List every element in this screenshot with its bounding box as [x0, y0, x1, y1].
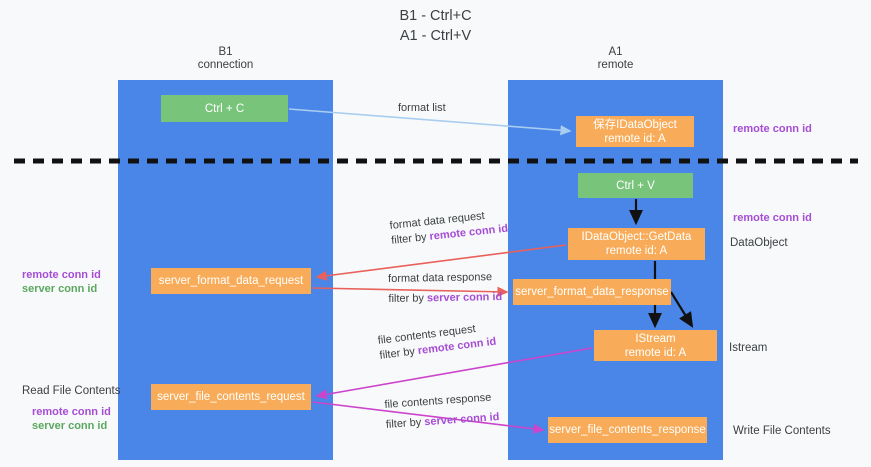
node-istream-label: IStream — [635, 332, 676, 345]
annotation-remote-conn-id-mid: remote conn id — [733, 212, 812, 224]
title-line-2: A1 - Ctrl+V — [399, 28, 472, 44]
edge-label-format-data-response: format data response filter by server co… — [388, 270, 502, 307]
node-server-file-contents-response[interactable]: server_file_contents_response — [548, 417, 707, 443]
edge-label-format-list-text: format list — [398, 102, 446, 114]
annotation-remote-conn-id-left-1: remote conn id — [22, 269, 101, 281]
column-header-a1-role: remote — [597, 59, 634, 71]
node-server-format-data-response[interactable]: server_format_data_response — [513, 279, 671, 305]
edge-label-file-contents-request: file contents request filter by remote c… — [377, 320, 497, 364]
edge-label-file-contents-response-line2: filter by server conn id — [385, 410, 499, 433]
node-ctrl-v-label: Ctrl + V — [616, 179, 655, 192]
annotation-server-conn-id-left-1: server conn id — [22, 283, 98, 295]
node-ctrl-c[interactable]: Ctrl + C — [161, 95, 288, 122]
edge-label-format-list: format list — [398, 101, 446, 116]
node-istream[interactable]: IStream remote id: A — [594, 330, 717, 361]
page-title: B1 - Ctrl+C A1 - Ctrl+V — [0, 6, 871, 46]
annotation-dataobject: DataObject — [730, 237, 788, 249]
filter-prefix: filter by — [385, 416, 425, 431]
column-header-a1: A1 remote — [508, 46, 723, 72]
node-server-file-contents-request-label: server_file_contents_request — [157, 391, 305, 403]
node-getdata[interactable]: IDataObject::GetData remote id: A — [568, 228, 705, 260]
node-save-idataobject-sub: remote id: A — [604, 132, 666, 145]
annotation-remote-conn-id-top: remote conn id — [733, 123, 812, 135]
node-save-idataobject-label: 保存IDataObject — [593, 118, 677, 131]
filter-key: server conn id — [423, 411, 500, 429]
edge-label-format-data-request: format data request filter by remote con… — [389, 207, 509, 249]
annotation-read-file-contents: Read File Contents — [22, 385, 121, 397]
node-server-format-data-request[interactable]: server_format_data_request — [151, 268, 311, 294]
node-getdata-label: IDataObject::GetData — [581, 231, 692, 243]
annotation-left-group-2: Read File Contents remote conn id server… — [22, 384, 120, 433]
filter-prefix: filter by — [390, 230, 431, 247]
annotation-istream: Istream — [729, 342, 768, 354]
node-server-file-contents-response-label: server_file_contents_response — [549, 424, 706, 436]
title-line-1: B1 - Ctrl+C — [399, 8, 472, 24]
node-server-file-contents-request[interactable]: server_file_contents_request — [151, 384, 311, 410]
edge-label-format-data-response-line1: format data response — [388, 271, 493, 285]
node-ctrl-c-label: Ctrl + C — [204, 102, 245, 115]
column-header-b1: B1 connection — [118, 46, 333, 72]
node-save-idataobject[interactable]: 保存IDataObject remote id: A — [576, 116, 694, 147]
node-ctrl-v[interactable]: Ctrl + V — [578, 173, 693, 198]
edge-label-file-contents-response-line1: file contents response — [384, 391, 492, 411]
filter-prefix: filter by — [388, 292, 428, 305]
column-header-a1-name: A1 — [608, 46, 623, 58]
column-header-b1-name: B1 — [218, 46, 233, 58]
annotation-server-conn-id-left-2: server conn id — [32, 420, 108, 432]
node-server-format-data-request-label: server_format_data_request — [158, 275, 304, 287]
node-server-format-data-response-label: server_format_data_response — [515, 286, 669, 298]
filter-key: server conn id — [426, 291, 503, 305]
edge-label-file-contents-response: file contents response filter by server … — [384, 390, 500, 433]
annotation-remote-conn-id-left-2: remote conn id — [32, 406, 111, 418]
column-header-b1-role: connection — [197, 59, 254, 71]
node-getdata-sub: remote id: A — [605, 245, 668, 257]
annotation-left-group-1: remote conn id server conn id — [22, 268, 101, 296]
edge-label-format-data-response-line2: filter by server conn id — [388, 290, 502, 307]
annotation-write-file-contents: Write File Contents — [733, 425, 831, 437]
filter-prefix: filter by — [378, 345, 419, 362]
node-istream-sub: remote id: A — [624, 346, 687, 359]
